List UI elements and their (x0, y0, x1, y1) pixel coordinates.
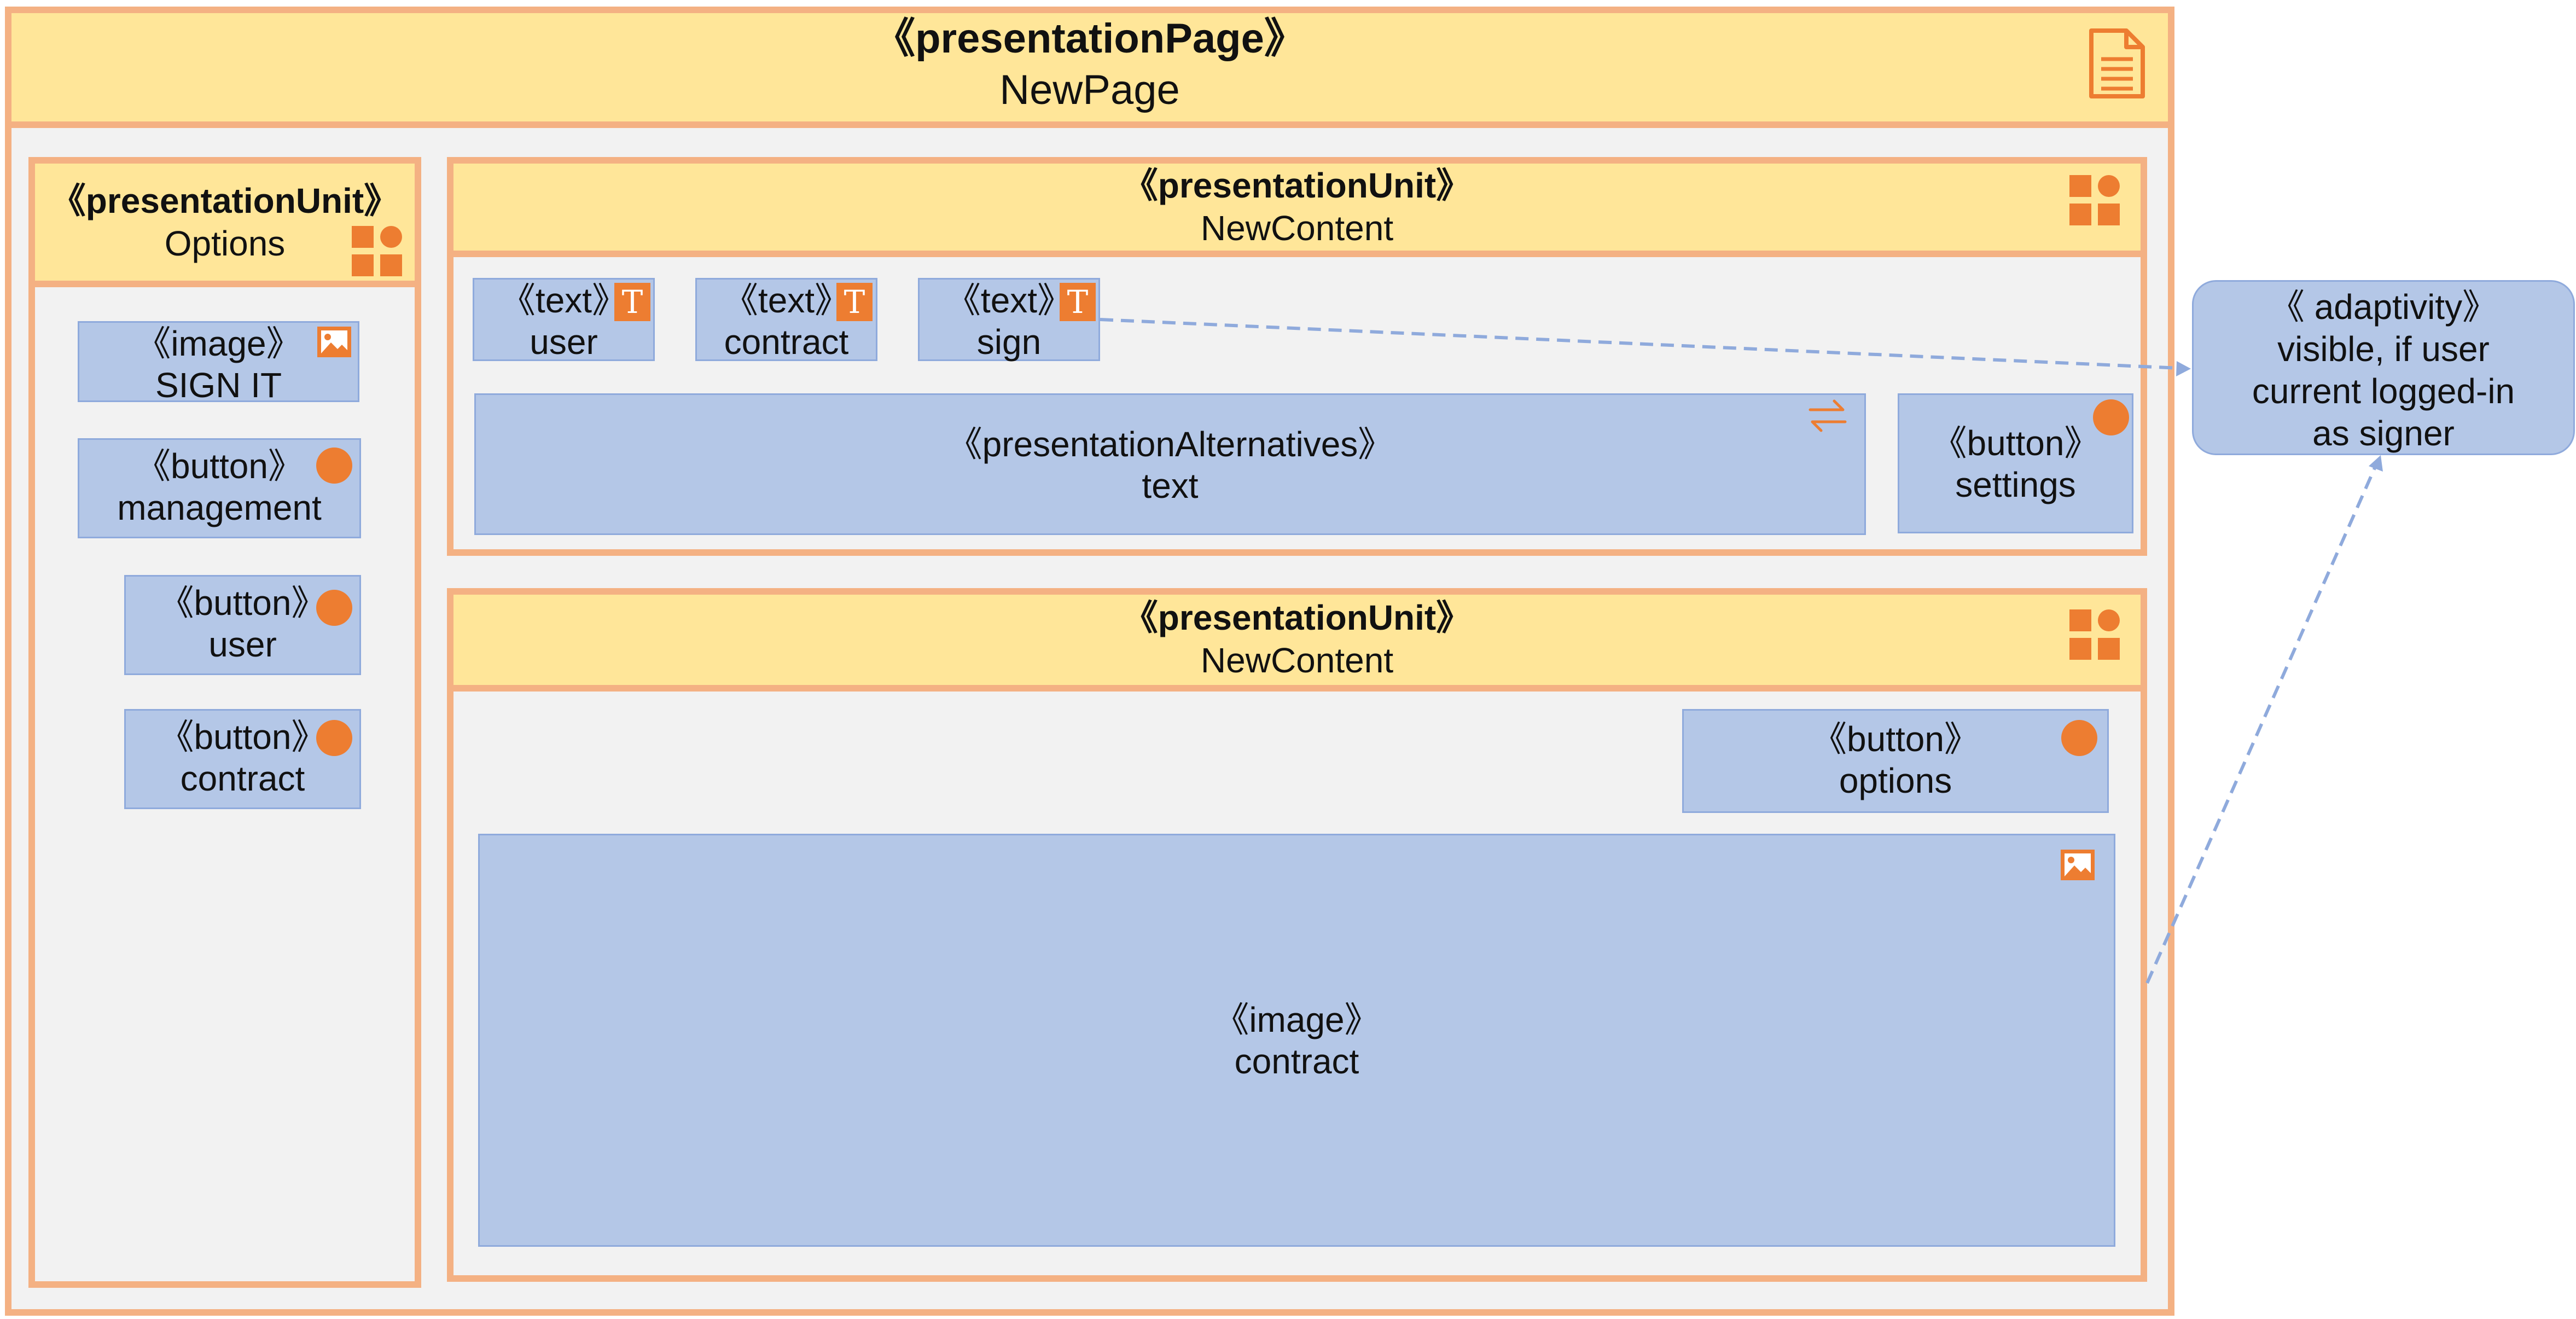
management-button-stereotype: 《button》 (136, 446, 303, 486)
options-unit-stereotype: 《presentationUnit》 (50, 181, 399, 220)
options-unit-title: 《presentationUnit》 Options (35, 179, 415, 265)
page-name: NewPage (999, 67, 1180, 113)
options-button[interactable]: 《button》 options (1682, 709, 2109, 813)
text-contract-label: contract (724, 322, 849, 362)
settings-button-stereotype: 《button》 (1932, 423, 2100, 463)
alternatives-stereotype: 《presentationAlternatives》 (947, 425, 1393, 464)
page-header (5, 7, 2174, 128)
sign-it-image-label: SIGN IT (155, 365, 282, 405)
contract-image: 《image》 contract (478, 834, 2115, 1247)
contract-button[interactable]: 《button》 contract (124, 709, 361, 809)
sign-it-image: 《image》 SIGN IT (78, 321, 359, 405)
content-unit-1-stereotype: 《presentationUnit》 (1123, 166, 1472, 205)
unit-grid-icon (2069, 175, 2120, 225)
page-stereotype: 《presentationPage》 (874, 15, 1306, 62)
content-unit-2-title: 《presentationUnit》 NewContent (453, 596, 2141, 682)
text-t-icon: T (1060, 283, 1096, 321)
text-t-icon: T (614, 283, 650, 321)
settings-button-label: settings (1955, 465, 2076, 504)
options-unit-name: Options (164, 224, 286, 263)
circle-icon (316, 720, 352, 756)
sign-it-image-stereotype: 《image》 (136, 324, 301, 363)
document-icon (2089, 28, 2145, 98)
content-unit-1-title: 《presentationUnit》 NewContent (453, 164, 2141, 249)
text-contract-stereotype: 《text》 (723, 281, 850, 320)
user-button-label: user (208, 625, 277, 664)
image-icon (2061, 850, 2095, 880)
unit-grid-icon (352, 226, 402, 276)
circle-icon (2093, 399, 2129, 435)
content-unit-1-name: NewContent (1200, 208, 1394, 248)
contract-button-label: contract (180, 759, 305, 798)
image-to-adaptivity-connector (2145, 464, 2377, 984)
connector-arrowhead (2369, 455, 2383, 472)
content-unit-2-stereotype: 《presentationUnit》 (1123, 598, 1472, 637)
text-sign-stereotype: 《text》 (945, 281, 1073, 320)
content-unit-2-name: NewContent (1200, 641, 1394, 680)
content-unit-2-header (447, 588, 2147, 692)
contract-image-stereotype: 《image》 (1214, 1000, 1380, 1039)
unit-grid-icon (2069, 609, 2120, 660)
text-t-icon: T (836, 283, 873, 321)
adaptivity-note: 《 adaptivity》 visible, if user current l… (2192, 280, 2575, 455)
sign-to-adaptivity-connector (1100, 318, 2180, 370)
text-sign-label: sign (976, 322, 1042, 362)
connector-arrowhead (2176, 361, 2191, 376)
image-icon (317, 327, 351, 357)
contract-image-label: contract (1234, 1042, 1359, 1081)
management-button[interactable]: 《button》 management (78, 438, 361, 538)
circle-icon (316, 590, 352, 626)
management-button-label: management (117, 488, 322, 527)
adaptivity-stereotype: 《 adaptivity》 (2269, 287, 2498, 327)
adaptivity-line-3: as signer (2312, 414, 2455, 453)
circle-icon (316, 448, 352, 484)
text-sign: 《text》 sign (918, 278, 1100, 362)
page-title: 《presentationPage》 NewPage (11, 13, 2168, 116)
text-user-label: user (530, 322, 598, 362)
contract-button-stereotype: 《button》 (159, 717, 327, 757)
content-unit-1-header (447, 157, 2147, 257)
circle-icon (2061, 720, 2097, 756)
adaptivity-line-2: current logged-in (2252, 371, 2515, 411)
swap-arrows-icon (1809, 399, 1847, 432)
alternatives-label: text (1142, 466, 1199, 505)
options-button-stereotype: 《button》 (1812, 719, 1979, 759)
user-button[interactable]: 《button》 user (124, 575, 361, 675)
adaptivity-line-1: visible, if user (2277, 329, 2490, 369)
options-button-label: options (1839, 761, 1952, 800)
user-button-stereotype: 《button》 (159, 583, 327, 623)
presentation-alternatives: 《presentationAlternatives》 text (474, 393, 1866, 535)
text-user-stereotype: 《text》 (500, 281, 627, 320)
